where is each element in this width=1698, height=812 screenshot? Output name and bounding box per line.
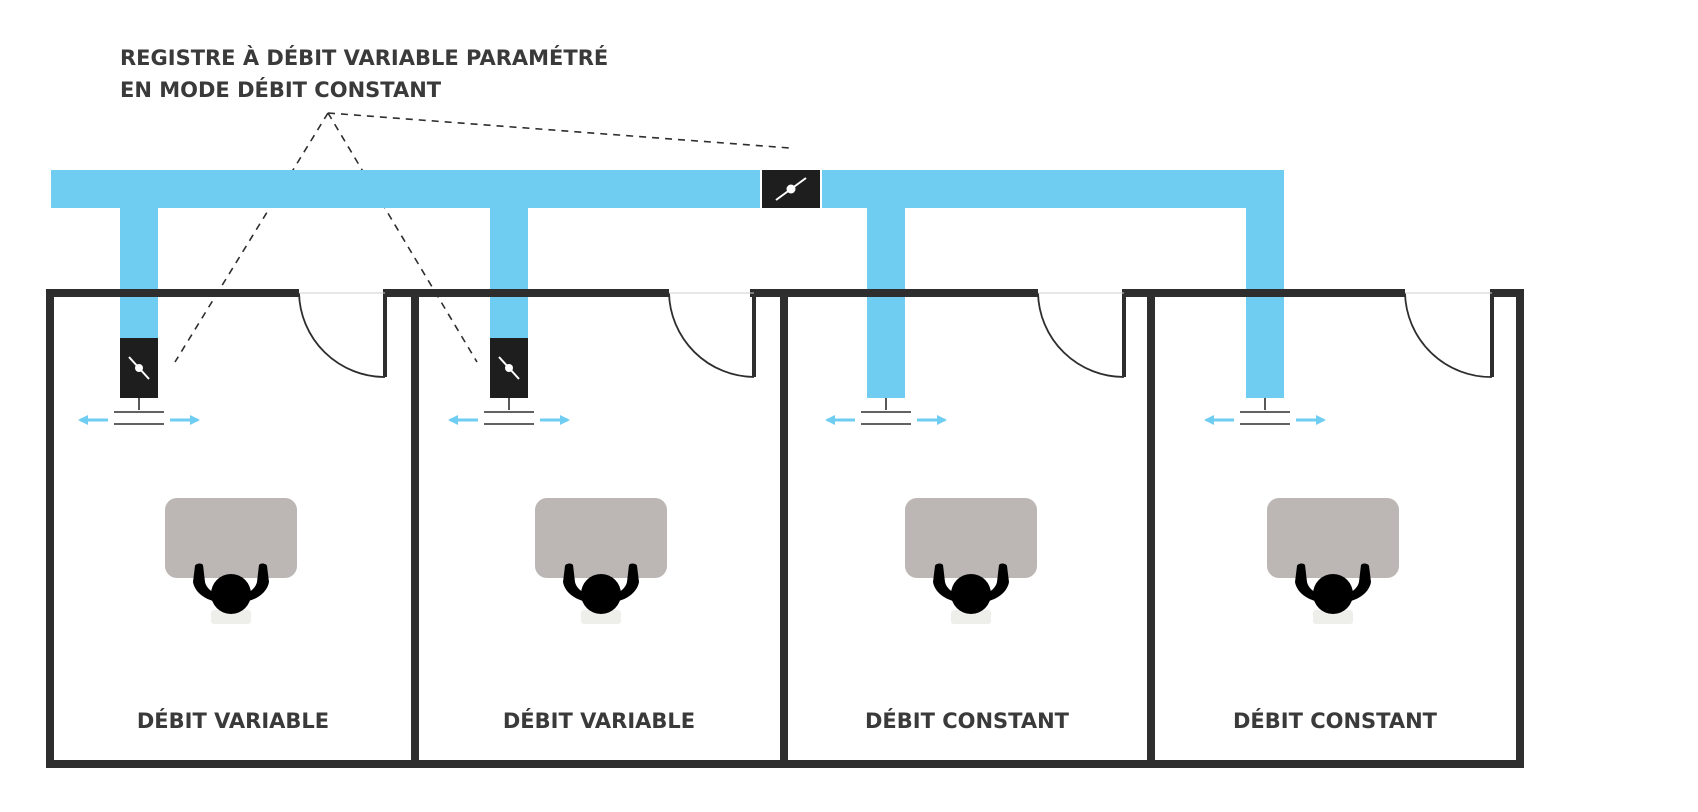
callout-line-2: EN MODE DÉBIT CONSTANT [120,77,442,102]
desk [165,498,297,578]
wall-right [1516,289,1524,768]
doors [298,292,1493,378]
room-4-diffuser [1204,398,1326,425]
desk [1267,498,1399,578]
door-swing-icon [298,292,386,378]
building-walls [46,289,1524,768]
callout-line-1: REGISTRE À DÉBIT VARIABLE PARAMÉTRÉ [120,45,608,70]
leader-line-room2-damper [327,112,478,363]
chair [581,610,621,624]
branch-duct-room-2 [490,208,528,338]
duct-network [51,170,1284,398]
room-4: DÉBIT CONSTANT [1204,398,1438,733]
leader-line-main-damper [327,112,791,149]
partition-3 [1147,289,1155,768]
wall-top-room-1 [46,289,299,297]
room-3-diffuser [825,398,947,425]
main-duct [51,170,1284,208]
room-4-label: DÉBIT CONSTANT [1233,708,1438,733]
wall-top-room-4 [1147,289,1405,297]
room-3-label: DÉBIT CONSTANT [865,708,1070,733]
door-swing-icon [1037,292,1125,378]
branch-duct-room-1 [120,208,158,338]
person-icon [933,563,1009,614]
person-icon [193,563,269,614]
room-1-damper-register [120,338,158,398]
desk [905,498,1037,578]
partition-1 [411,289,419,768]
chair [951,610,991,624]
leader-line-room1-damper [174,112,329,363]
branch-duct-room-4 [1246,170,1284,398]
branch-duct-room-3 [867,208,905,398]
room-1: DÉBIT VARIABLE [78,338,329,733]
room-4-desk-workstation [1267,498,1399,624]
room-2: DÉBIT VARIABLE [448,338,695,733]
callout-leader-lines [174,112,791,363]
wall-top-room-3 [780,289,1038,297]
room-1-label: DÉBIT VARIABLE [137,708,329,733]
chair [211,610,251,624]
room-1-desk-workstation [165,498,297,624]
callout: REGISTRE À DÉBIT VARIABLE PARAMÉTRÉ EN M… [120,45,608,102]
chair [1313,610,1353,624]
room-3: DÉBIT CONSTANT [825,398,1070,733]
door-swing-icon [668,292,755,378]
room-2-label: DÉBIT VARIABLE [503,708,695,733]
partition-2 [780,289,788,768]
desk [535,498,667,578]
wall-top-room-2 [411,289,669,297]
room-2-damper-register [490,338,528,398]
door-swing-icon [1404,292,1493,378]
room-2-desk-workstation [535,498,667,624]
room-1-diffuser [78,398,200,425]
person-icon [563,563,639,614]
main-damper-register [760,168,822,210]
room-3-desk-workstation [905,498,1037,624]
person-icon [1295,563,1371,614]
wall-left [46,289,54,768]
room-2-diffuser [448,398,570,425]
